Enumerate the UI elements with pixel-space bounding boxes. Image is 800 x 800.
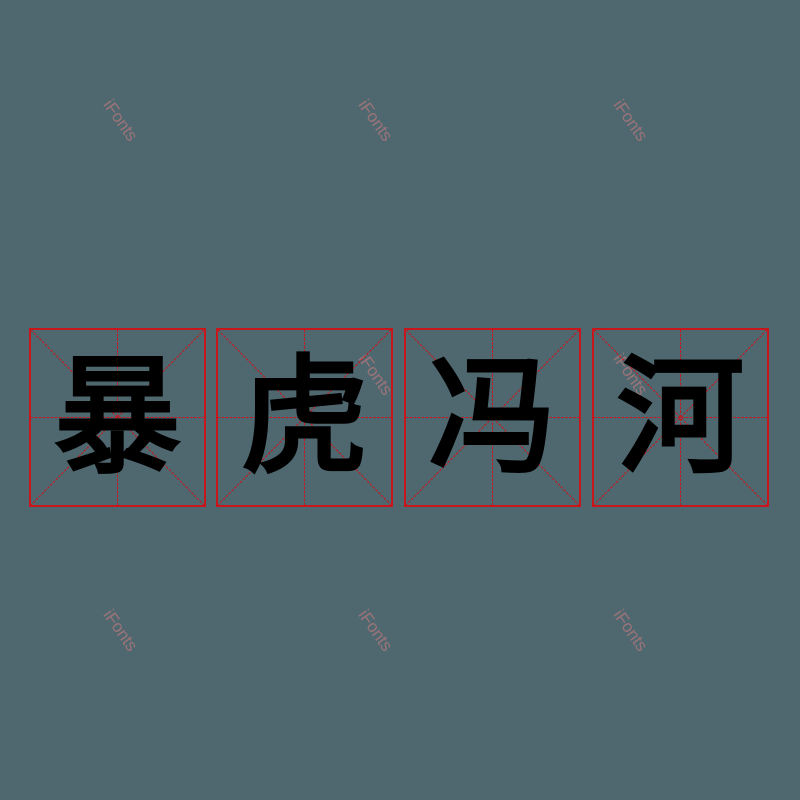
mi-grid-icon <box>31 330 204 505</box>
character-box-4: 河 <box>592 328 769 507</box>
character-glyph: 冯 <box>428 342 557 492</box>
mi-grid-icon <box>406 330 579 505</box>
character-glyph: 暴 <box>53 342 182 492</box>
character-glyph: 虎 <box>240 342 369 492</box>
mi-grid-icon <box>594 330 767 505</box>
character-box-1: 暴 <box>29 328 206 507</box>
character-box-2: 虎 <box>216 328 393 507</box>
character-box-3: 冯 <box>404 328 581 507</box>
mi-grid-icon <box>218 330 391 505</box>
watermark-bottom-center: iFonts <box>354 606 397 655</box>
watermark-top-right: iFonts <box>609 96 652 145</box>
watermark-top-center: iFonts <box>354 96 397 145</box>
watermark-top-left: iFonts <box>99 96 142 145</box>
character-glyph: 河 <box>616 342 745 492</box>
watermark-bottom-left: iFonts <box>99 606 142 655</box>
watermark-bottom-right: iFonts <box>609 606 652 655</box>
